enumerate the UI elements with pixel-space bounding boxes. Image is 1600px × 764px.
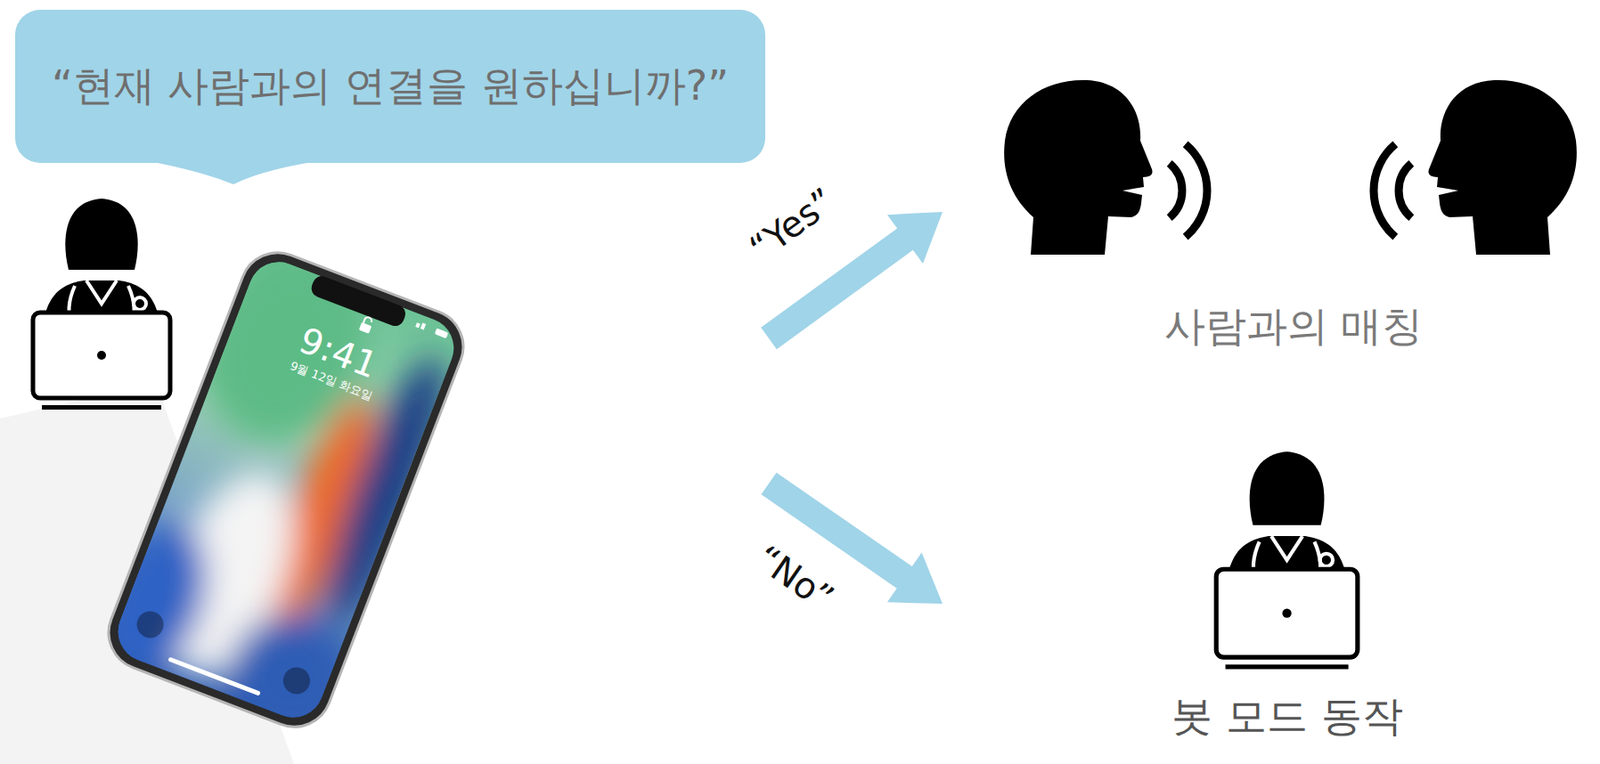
doctor-icon [1216, 451, 1358, 670]
screen-wallpaper [109, 508, 228, 694]
smartphone [76, 226, 494, 760]
speech-bubble: “현재 사람과의 연결을 원하십니까?” [15, 9, 766, 164]
question-text: “현재 사람과의 연결을 원하십니까?” [51, 61, 729, 111]
edge-label: “No” [748, 536, 842, 620]
screen-wallpaper [109, 253, 464, 727]
screen-wallpaper [305, 345, 463, 635]
edge-label: “Yes” [741, 179, 843, 270]
matching-caption: 사람과의 매칭 [1164, 302, 1424, 352]
speaking-head [1004, 80, 1208, 255]
status-icons [434, 328, 449, 340]
bot-mode-caption: 봇 모드 동작 [1171, 692, 1403, 742]
phone-notch [309, 273, 409, 329]
screen-wallpaper [109, 253, 464, 727]
caption-box: 봇 모드 동작 [1171, 692, 1403, 742]
home-bar [167, 657, 261, 697]
bot-mode-group: 봇 모드 동작 [942, 436, 1584, 753]
lock-icon [359, 316, 375, 335]
human-matching-group: 사람과의 매칭 [942, 62, 1589, 370]
caption-box: 사람과의 매칭 [1164, 302, 1424, 352]
lock-icon [359, 322, 372, 335]
status-icons [415, 322, 421, 328]
status-icons [420, 323, 426, 331]
flashlight-button [132, 607, 168, 643]
question-panel: “현재 사람과의 연결을 원하십니까?” [13, 7, 769, 752]
doctor-icon [32, 198, 171, 410]
speaking-head [1373, 80, 1577, 255]
camera-button [279, 663, 315, 699]
screen-wallpaper [209, 596, 371, 727]
status-icons [415, 320, 449, 339]
lock-icon [363, 316, 373, 326]
